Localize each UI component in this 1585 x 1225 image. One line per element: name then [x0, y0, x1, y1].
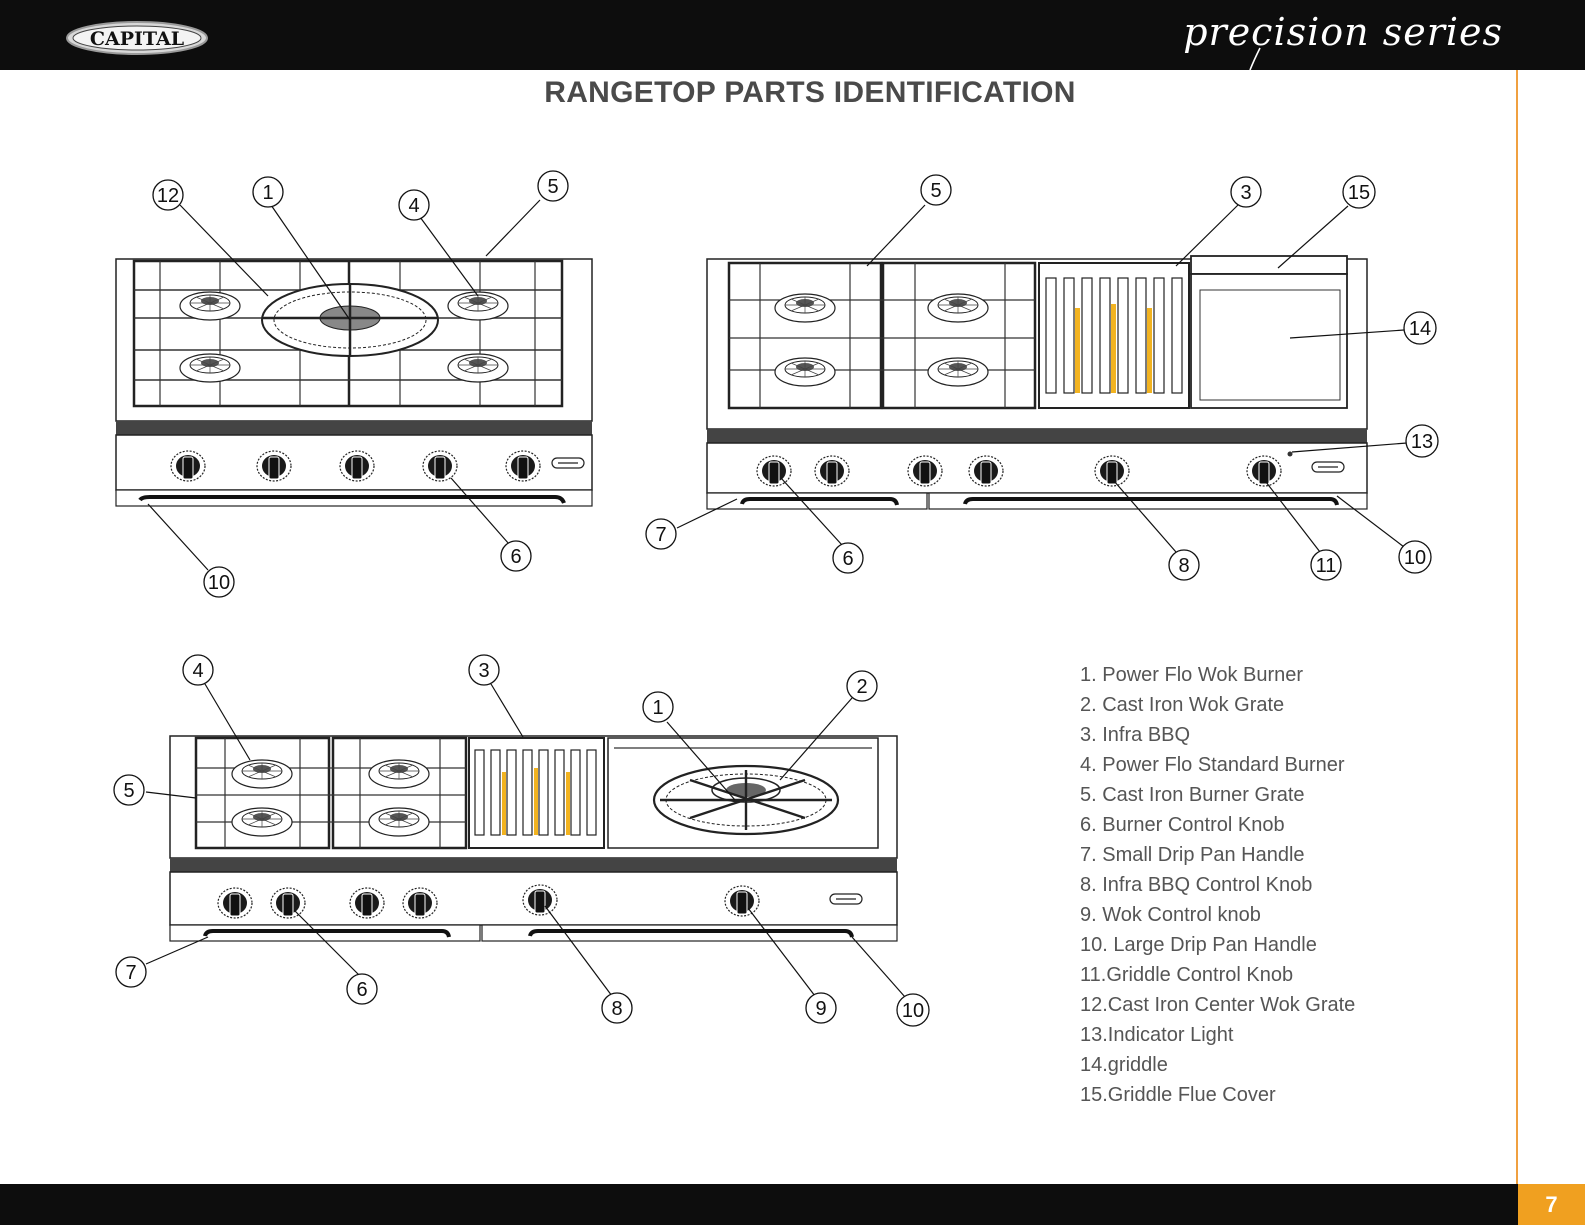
callout-label: 10 [902, 1000, 924, 1022]
callout-label: 5 [123, 780, 134, 802]
callout-label: 15 [1348, 182, 1370, 204]
callout-label: 3 [1240, 182, 1251, 204]
callout-label: 6 [510, 546, 521, 568]
parts-list-item: 13.Indicator Light [1080, 1024, 1234, 1046]
parts-list-item: 2. Cast Iron Wok Grate [1080, 694, 1285, 716]
header-bar [0, 0, 1585, 70]
parts-list-item: 1. Power Flo Wok Burner [1080, 664, 1304, 686]
rangetop-diagrams: 12 1 4 5 6 10 [113, 170, 1439, 1027]
parts-list-item: 8. Infra BBQ Control Knob [1080, 874, 1313, 896]
callout-label: 7 [125, 962, 136, 984]
parts-list-item: 3. Infra BBQ [1080, 724, 1191, 746]
callout-label: 9 [815, 998, 826, 1020]
rangetop-diagram-b: 5 3 15 14 13 7 6 8 11 10 [645, 174, 1439, 581]
parts-list-item: 10. Large Drip Pan Handle [1080, 934, 1317, 956]
callout-label: 4 [192, 660, 203, 682]
page-number: 7 [1518, 1184, 1585, 1225]
capital-logo: CAPITAL [66, 21, 208, 55]
rangetop-diagram-c: 4 3 1 2 5 7 6 8 9 10 [113, 654, 930, 1027]
parts-list-item: 6. Burner Control Knob [1080, 814, 1285, 836]
callout-label: 5 [547, 176, 558, 198]
callout-label: 6 [842, 548, 853, 570]
callout-label: 1 [652, 697, 663, 719]
callout-label: 8 [1178, 555, 1189, 577]
parts-list-item: 11.Griddle Control Knob [1080, 964, 1294, 986]
callout-label: 10 [208, 572, 230, 594]
parts-legend: 1. Power Flo Wok Burner 2. Cast Iron Wok… [1080, 660, 1355, 1110]
callout-label: 1 [262, 182, 273, 204]
footer-bar [0, 1184, 1585, 1225]
callout-label: 3 [478, 660, 489, 682]
parts-list-item: 4. Power Flo Standard Burner [1080, 754, 1345, 776]
callout-label: 6 [356, 979, 367, 1001]
callout-label: 5 [930, 180, 941, 202]
callout-label: 13 [1411, 431, 1433, 453]
page-title: RANGETOP PARTS IDENTIFICATION [544, 76, 1076, 109]
callout-label: 12 [157, 185, 179, 207]
parts-list-item: 14.griddle [1080, 1054, 1168, 1076]
callout-label: 7 [655, 524, 666, 546]
callout-label: 11 [1316, 555, 1337, 577]
parts-list-item: 9. Wok Control knob [1080, 904, 1261, 926]
parts-list-item: 7. Small Drip Pan Handle [1080, 844, 1305, 866]
callout-label: 4 [408, 195, 419, 217]
margin-rule [1516, 70, 1518, 1184]
rangetop-diagram-a: 12 1 4 5 6 10 [115, 170, 593, 598]
logo-wordmark: CAPITAL [90, 28, 184, 50]
callout-label: 14 [1409, 318, 1431, 340]
callout-label: 2 [856, 676, 867, 698]
callout-label: 10 [1404, 547, 1426, 569]
series-title: precision series [1183, 10, 1503, 54]
parts-list-item: 12.Cast Iron Center Wok Grate [1080, 994, 1356, 1016]
callout-label: 8 [611, 998, 622, 1020]
parts-list-item: 15.Griddle Flue Cover [1080, 1084, 1276, 1106]
parts-list-item: 5. Cast Iron Burner Grate [1080, 784, 1305, 806]
series-flourish [1249, 47, 1261, 71]
